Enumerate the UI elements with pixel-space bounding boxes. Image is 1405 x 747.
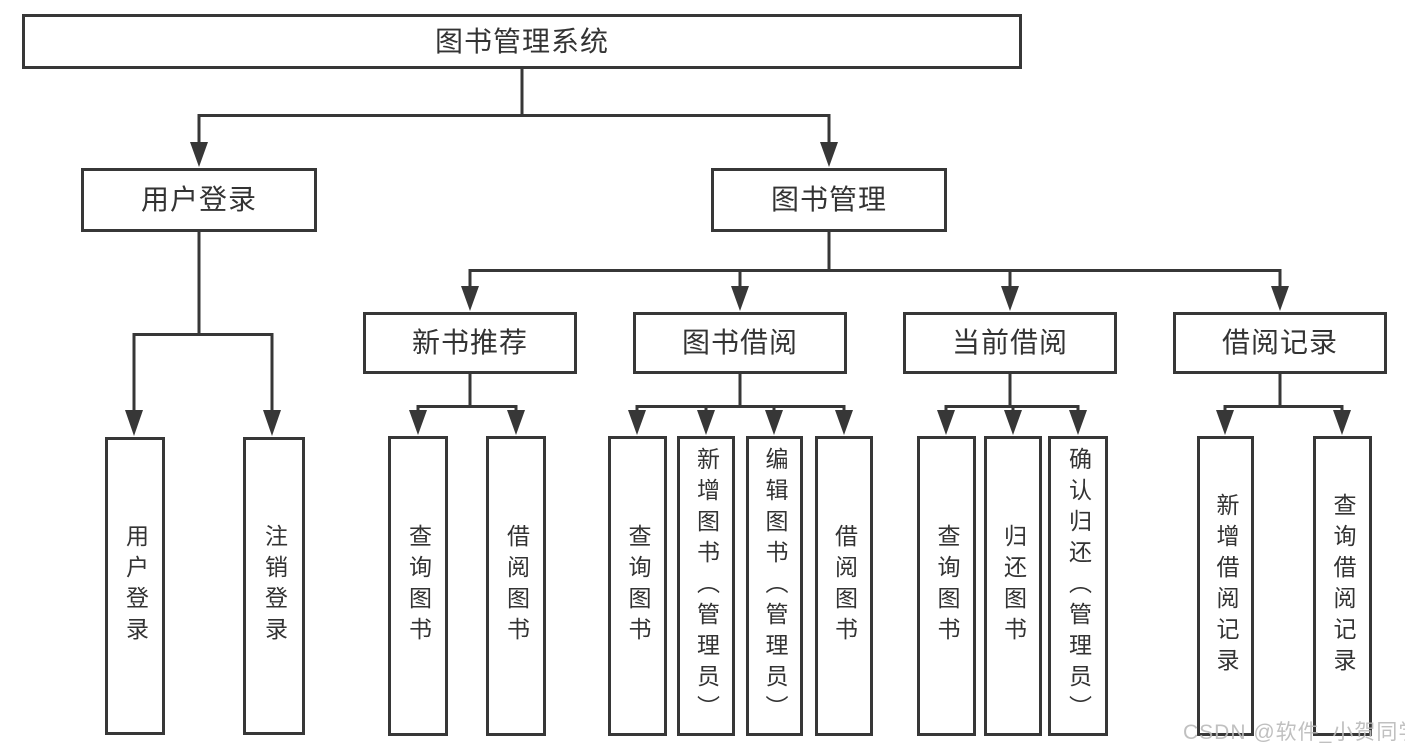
node-book-management: 图书管理: [711, 168, 947, 232]
leaf-edit-books-admin: 编辑图书（管理员）: [746, 436, 803, 736]
node-library-system: 图书管理系统: [22, 14, 1022, 69]
leaf-user-login: 用户登录: [105, 437, 165, 735]
leaf-add-books-admin: 新增图书（管理员）: [677, 436, 735, 736]
leaf-query-books-current: 查询图书: [917, 436, 976, 736]
leaf-query-borrow-record: 查询借阅记录: [1313, 436, 1372, 736]
leaf-add-borrow-record: 新增借阅记录: [1197, 436, 1254, 736]
leaf-query-books-recommend: 查询图书: [388, 436, 448, 736]
node-current-borrowing: 当前借阅: [903, 312, 1117, 374]
node-user-login: 用户登录: [81, 168, 317, 232]
leaf-confirm-return-admin: 确认归还（管理员）: [1048, 436, 1108, 736]
leaf-borrow-books-recommend: 借阅图书: [486, 436, 546, 736]
node-borrowing-records: 借阅记录: [1173, 312, 1387, 374]
leaf-return-books: 归还图书: [984, 436, 1042, 736]
leaf-logout: 注销登录: [243, 437, 305, 735]
leaf-query-books-borrow: 查询图书: [608, 436, 667, 736]
csdn-watermark: CSDN @软件_小贺同学: [1183, 721, 1405, 744]
node-new-book-recommend: 新书推荐: [363, 312, 577, 374]
node-book-borrowing: 图书借阅: [633, 312, 847, 374]
leaf-borrow-books: 借阅图书: [815, 436, 873, 736]
